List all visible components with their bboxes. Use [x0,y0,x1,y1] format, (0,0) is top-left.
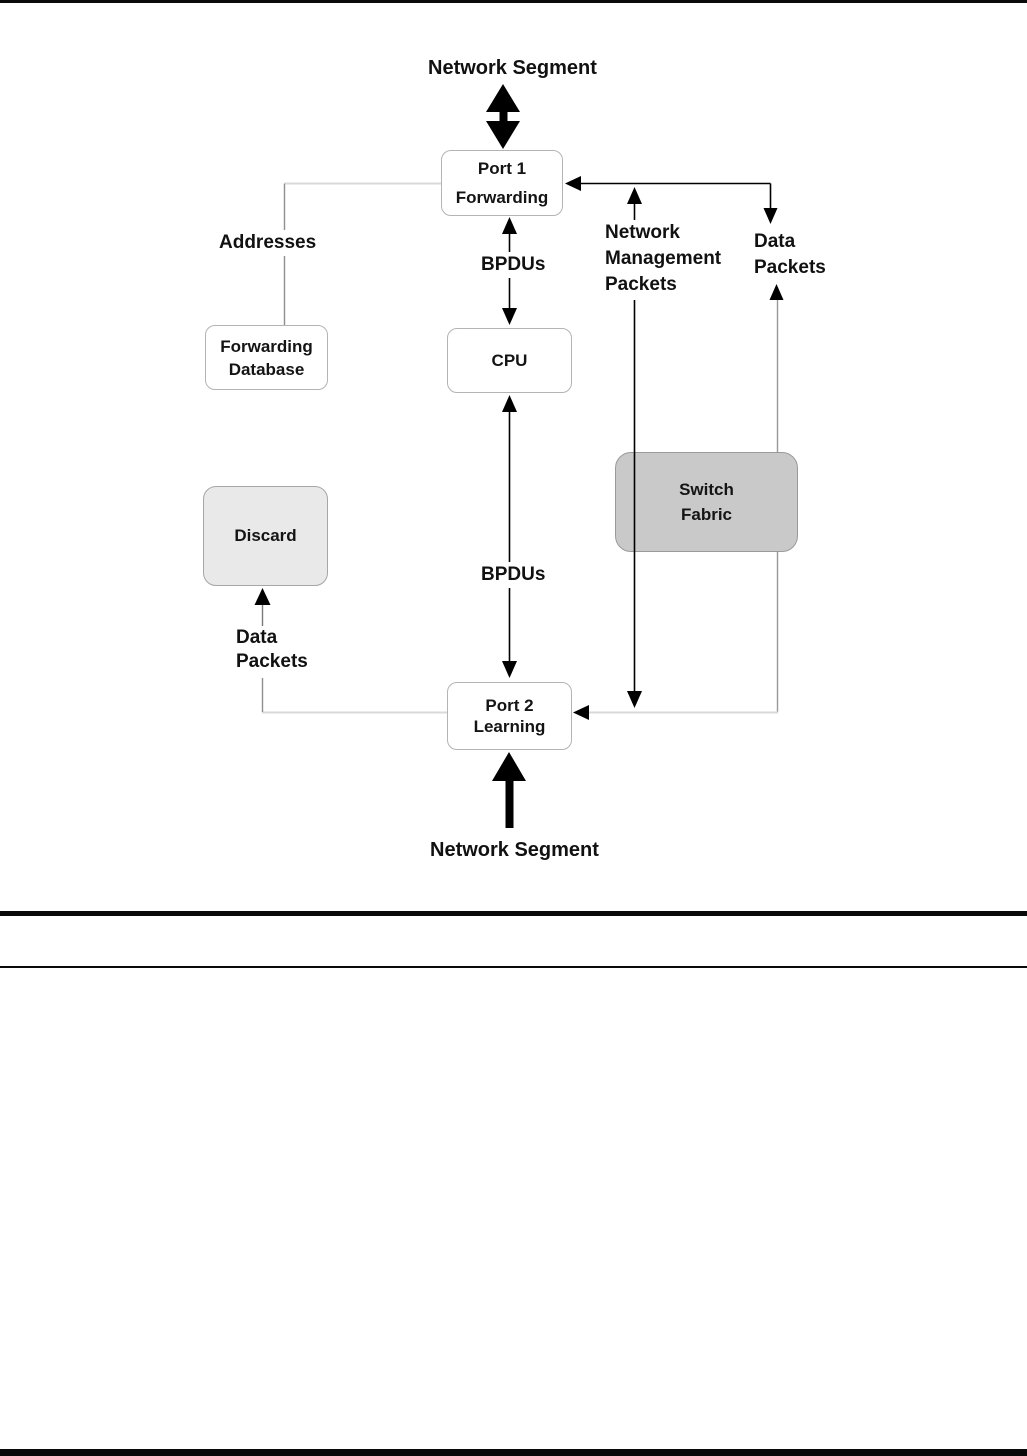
label-network-management-packets: Network Management Packets [605,220,722,298]
label-bpdus-top: BPDUs [477,252,550,278]
page-top-rule [0,0,1027,3]
node-port2-learning: Port 2 Learning [447,682,572,750]
node-switchfabric-line1: Switch [679,480,734,499]
arrowhead-up-into-discard [254,588,271,605]
node-switchfabric-line2: Fabric [680,505,733,524]
page-bottom-rule [0,1449,1027,1456]
label-nmp-line2: Management [605,248,722,269]
arrowhead-down-into-cpu [502,308,517,325]
label-addresses: Addresses [216,230,320,256]
node-port1-line1: Port 1 [477,159,527,178]
node-discard-label: Discard [234,526,297,545]
footer-thin-rule [0,966,1027,968]
arrowhead-left-into-port2 [573,705,589,720]
arrowhead-up-mgmt-packets [627,187,642,204]
label-data-packets-right-line2: Packets [754,257,826,278]
label-data-packets-left-line1: Data [236,627,278,648]
diagram-connectors-under-layer [254,84,784,828]
label-data-packets-left: Data Packets [233,626,311,674]
node-fwddb-line1: Forwarding [220,336,313,356]
label-nmp-line3: Packets [605,274,677,295]
arrowhead-down-mgmt-packets [627,691,642,708]
node-forwarding-database: Forwarding Database [205,325,328,390]
label-network-segment-top: Network Segment [428,55,597,81]
footer-thick-rule [0,911,1027,916]
node-fwddb-line2: Database [228,359,305,379]
diagram-connectors-over-layer [627,187,642,708]
arrowhead-up-data-packets [769,284,784,300]
node-port2-line2: Learning [473,717,546,736]
node-discard: Discard [203,486,328,586]
node-switch-fabric: Switch Fabric [615,452,798,552]
node-cpu-label: CPU [491,350,528,370]
arrowhead-down-to-data-packets [763,208,778,224]
node-port1-forwarding: Port 1 Forwarding [441,150,563,216]
label-nmp-line1: Network [605,222,680,243]
arrowhead-down-into-port2 [502,661,517,678]
label-bpdus-bottom: BPDUs [477,562,550,588]
node-cpu: CPU [447,328,572,393]
arrowhead-up-into-port1 [502,217,517,234]
network-segment-top-arrow [486,84,520,149]
label-network-segment-bottom: Network Segment [430,837,599,863]
network-segment-bottom-arrow [492,752,526,828]
arrowhead-left-into-port1 [565,176,581,191]
label-data-packets-right: Data Packets [754,229,826,281]
label-data-packets-left-line2: Packets [236,651,308,672]
arrowhead-up-into-cpu [502,395,517,412]
node-port1-line2: Forwarding [455,188,549,207]
label-data-packets-right-line1: Data [754,231,796,252]
node-port2-line1: Port 2 [485,696,534,715]
